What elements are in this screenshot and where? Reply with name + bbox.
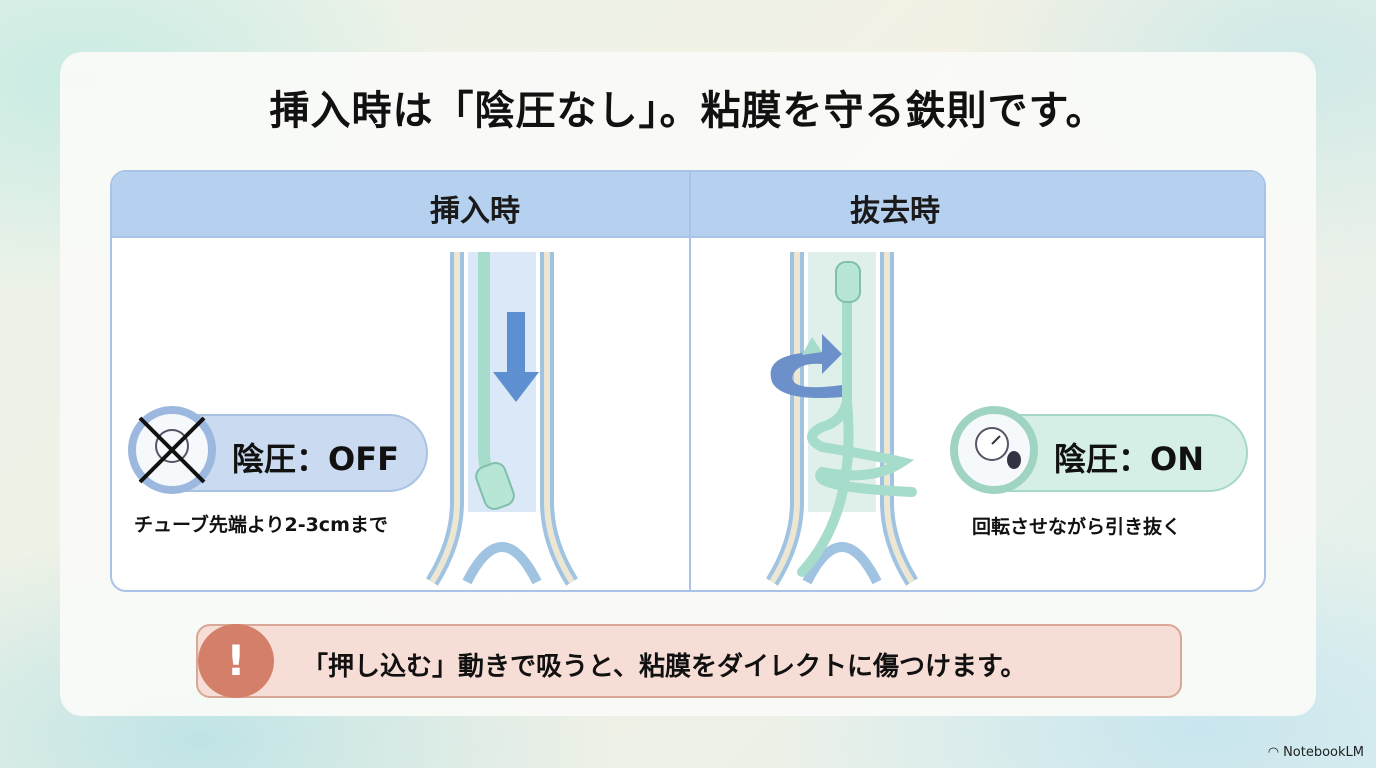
suction-on-badge: 陰圧：ON: [950, 406, 1248, 494]
notebooklm-logo: ◠ NotebookLM: [1268, 745, 1364, 760]
removal-tube-illustration: [766, 252, 918, 586]
warning-text: 「押し込む」動きで吸うと、粘膜をダイレクトに傷つけます。: [302, 652, 1027, 682]
logo-text: NotebookLM: [1283, 745, 1364, 760]
suction-gauge-disabled-icon: [128, 406, 216, 494]
comparison-table: 挿入時 抜去時 陰圧：OFF チューブ先端より2-3cmまで 陰圧：ON 回転さ…: [110, 170, 1266, 592]
notebooklm-icon: ◠: [1267, 745, 1280, 760]
header-insertion: 挿入時: [430, 194, 520, 229]
warning-banner: ! 「押し込む」動きで吸うと、粘膜をダイレクトに傷つけます。: [196, 624, 1182, 698]
header-removal: 抜去時: [850, 194, 940, 229]
suction-on-label: 陰圧：ON: [1054, 440, 1204, 478]
slide-title: 挿入時は「陰圧なし」。粘膜を守る鉄則です。: [269, 88, 1107, 134]
suction-gauge-icon: [950, 406, 1038, 494]
down-arrow-icon: [493, 312, 539, 402]
removal-caption: 回転させながら引き抜く: [972, 516, 1182, 538]
insertion-caption: チューブ先端より2-3cmまで: [134, 514, 388, 536]
suction-off-label: 陰圧：OFF: [232, 440, 399, 478]
column-divider: [689, 172, 691, 590]
rotate-arrow-icon: [770, 334, 842, 398]
table-header: 挿入時 抜去時: [112, 172, 1264, 238]
suction-off-badge: 陰圧：OFF: [128, 406, 428, 494]
exclamation-icon: !: [198, 624, 274, 698]
insertion-tube-illustration: [426, 252, 578, 586]
